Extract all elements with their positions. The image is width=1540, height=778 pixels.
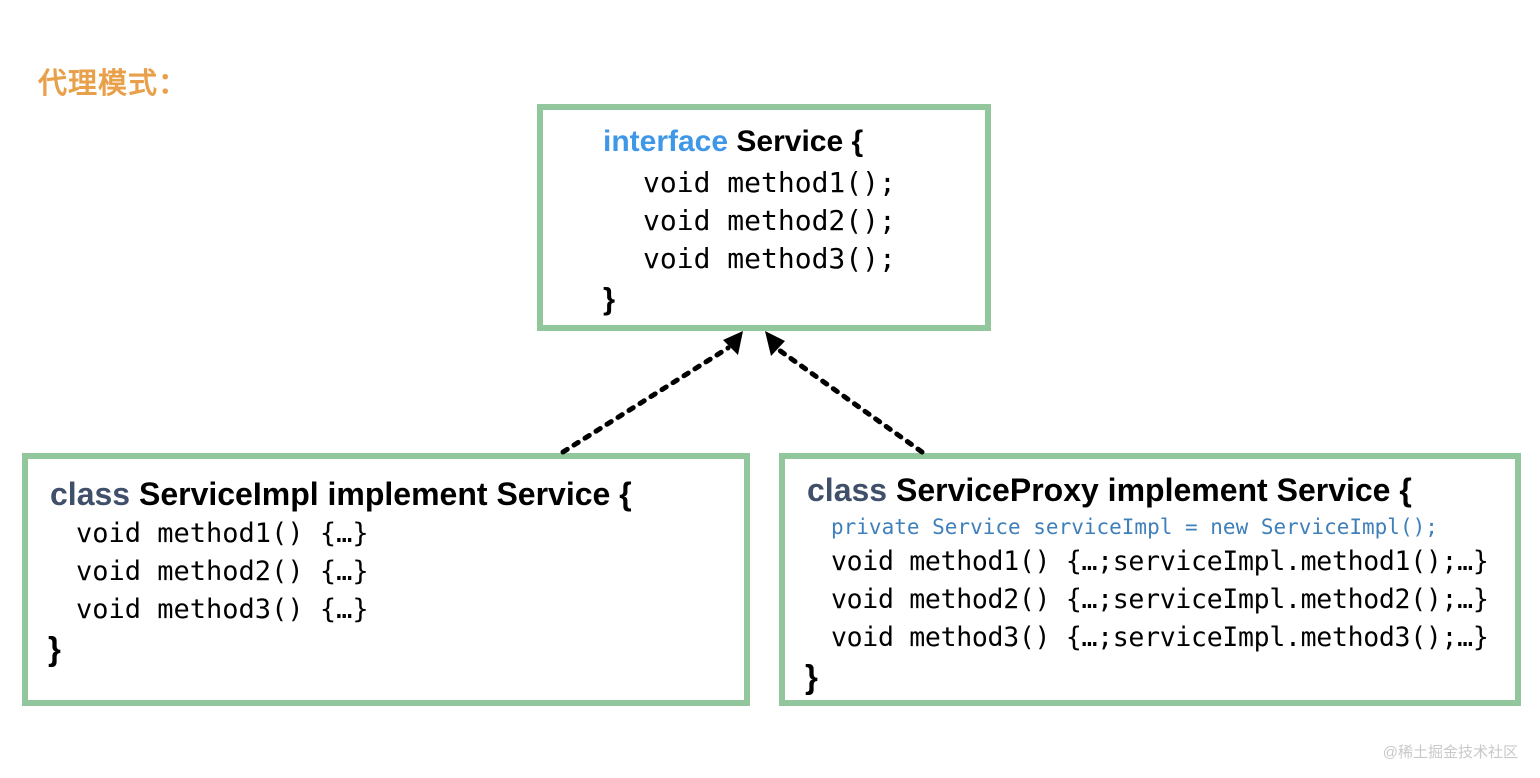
uml-box-class-serviceimpl: class ServiceImpl implement Service { vo… [22,453,750,706]
interface-method-2: void method2(); [643,204,896,237]
serviceproxy-name-and-implements: ServiceProxy implement Service { [887,472,1412,508]
serviceimpl-closing-brace: } [48,630,61,667]
serviceimpl-method-2: void method2() {…} [76,556,369,587]
interface-method-1: void method1(); [643,166,896,199]
keyword-class: class [50,476,131,512]
serviceproxy-method-2: void method2() {…;serviceImpl.method2();… [831,584,1489,615]
uml-box-interface-service: interface Service { void method1(); void… [537,104,991,331]
realization-line-serviceimpl [560,345,731,455]
realization-arrowhead-serviceproxy [765,331,785,356]
serviceimpl-name-and-implements: ServiceImpl implement Service { [130,476,632,512]
page-title: 代理模式： [38,68,189,100]
interface-name-and-brace: Service { [728,125,864,158]
realization-line-serviceproxy [776,347,925,455]
serviceimpl-header: class ServiceImpl implement Service { [28,473,744,515]
uml-box-class-serviceproxy: class ServiceProxy implement Service { p… [779,453,1521,706]
keyword-class: class [807,472,888,508]
interface-closing-brace: } [603,281,616,316]
serviceproxy-field-declaration: private Service serviceImpl = new Servic… [831,515,1438,539]
interface-header: interface Service { [543,120,985,164]
serviceimpl-method-1: void method1() {…} [76,518,369,549]
serviceproxy-method-3: void method3() {…;serviceImpl.method3();… [831,622,1489,653]
watermark: @稀土掘金技术社区 [1382,744,1518,761]
realization-arrowhead-serviceimpl [723,331,743,355]
serviceproxy-closing-brace: } [805,658,818,695]
serviceproxy-header: class ServiceProxy implement Service { [785,469,1515,511]
serviceimpl-method-3: void method3() {…} [76,594,369,625]
serviceproxy-method-1: void method1() {…;serviceImpl.method1();… [831,546,1489,577]
interface-method-3: void method3(); [643,242,896,275]
keyword-interface: interface [603,125,729,158]
